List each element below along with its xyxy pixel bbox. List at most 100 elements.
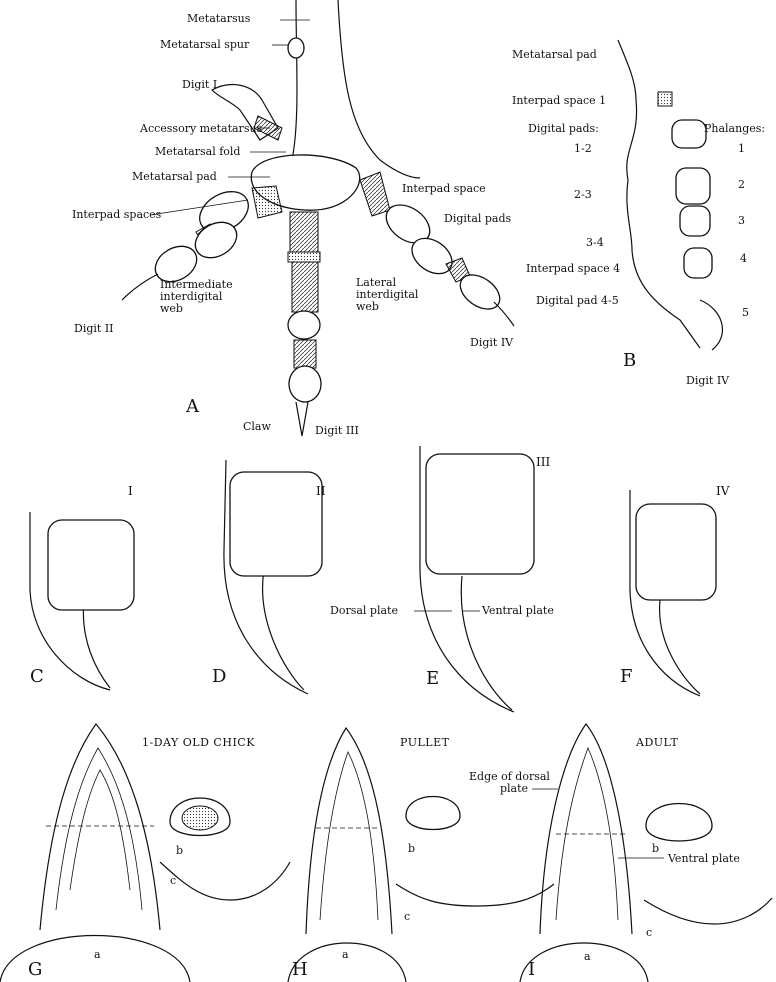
g-label-c: c [170, 874, 176, 887]
label-lateral-3: web [356, 300, 379, 313]
panel-letter-a: A [185, 396, 200, 417]
label-interpad-space: Interpad space [402, 182, 486, 195]
label-interpad-spaces: Interpad spaces [72, 208, 162, 221]
claw-e-scales [426, 454, 534, 574]
interpad-space-dotted [252, 186, 282, 218]
metatarsus-outline-left [292, 0, 297, 160]
panel-letter-g: G [28, 959, 42, 980]
label-metatarsus: Metatarsus [187, 12, 251, 25]
i-label-c: c [646, 926, 652, 939]
phalanx-2 [676, 168, 710, 204]
label-digit-4: Digit IV [470, 336, 514, 349]
phalanx-1 [672, 120, 706, 148]
claw-d-roman: II [316, 484, 326, 498]
label-b-digit: Digit IV [686, 374, 730, 387]
digit-3-hatch-upper [290, 212, 318, 252]
panel-letter-f: F [620, 666, 633, 687]
label-digit-1: Digit I [182, 78, 217, 91]
phalanx-5-claw [700, 300, 722, 350]
claw-f-inner [660, 600, 700, 694]
panel-letter-e: E [426, 668, 439, 689]
claw-f-scales [636, 504, 716, 600]
g-section-c [160, 862, 290, 900]
label-metatarsal-spur: Metatarsal spur [160, 38, 250, 51]
claw-c-scales [48, 520, 134, 610]
g-label-a: a [94, 948, 101, 961]
label-claw: Claw [243, 420, 271, 433]
h-label-b: b [408, 842, 415, 855]
digit-3-dotted [288, 252, 320, 262]
label-phalanx-1: 1 [738, 142, 745, 155]
panel-letter-i: I [528, 959, 535, 980]
claw-panel-c: I C [30, 484, 134, 690]
label-b-interpad-1: Interpad space 1 [512, 94, 606, 107]
g-inner-2 [70, 770, 130, 890]
label-phalanx-3: 3 [738, 214, 745, 227]
digit-3-pad-1 [288, 311, 320, 339]
panel-letter-c: C [30, 666, 44, 687]
digit-3-hatch-low [294, 340, 316, 368]
claw-c-roman: I [128, 484, 133, 498]
i-label-edge-2: plate [500, 782, 528, 795]
g-label-b: b [176, 844, 183, 857]
interpad-space-1-dotted [658, 92, 672, 106]
digit-4-claw [494, 302, 514, 326]
panel-letter-h: H [292, 959, 308, 980]
g-cross-section-core [182, 806, 218, 830]
age-panel-i: ADULT Edge of dorsal plate Ventral plate… [469, 724, 772, 982]
label-intermediate-3: web [160, 302, 183, 315]
i-section-c [644, 898, 772, 924]
claw-panel-e: III Dorsal plate Ventral plate E [330, 446, 554, 712]
g-title: 1-DAY OLD CHICK [142, 736, 255, 749]
label-b-pad-2-3: 2-3 [574, 188, 592, 201]
label-phalanx-2: 2 [738, 178, 745, 191]
h-section-c [396, 884, 554, 906]
claw-d-scales [230, 472, 322, 576]
label-dorsal-plate: Dorsal plate [330, 604, 398, 617]
label-ventral-plate: Ventral plate [481, 604, 554, 617]
label-metatarsal-fold: Metatarsal fold [155, 145, 240, 158]
h-label-a: a [342, 948, 349, 961]
label-metatarsal-pad: Metatarsal pad [132, 170, 217, 183]
metatarsal-spur-shape [288, 38, 304, 58]
g-outer [40, 724, 160, 930]
i-label-b: b [652, 842, 659, 855]
digit-3-claw [296, 402, 308, 436]
i-title: ADULT [635, 736, 678, 749]
label-digit-3: Digit III [315, 424, 359, 437]
label-b-interpad-4: Interpad space 4 [526, 262, 620, 275]
label-accessory-metatarsus: Accessory metatarsus [139, 122, 263, 135]
age-panel-h: PULLET a b c H [288, 728, 554, 982]
claw-panel-f: IV F [620, 484, 730, 696]
claw-d-inner [263, 570, 304, 690]
claw-e-roman: III [536, 455, 550, 469]
panel-letter-b: B [623, 350, 636, 371]
digit-3-hatch-mid [292, 262, 318, 312]
claw-c-inner [83, 600, 110, 688]
i-outer [540, 724, 632, 934]
h-outer [306, 728, 392, 934]
label-digit-2: Digit II [74, 322, 114, 335]
claw-panel-d: II D [212, 460, 326, 694]
claw-f-roman: IV [716, 484, 730, 498]
label-b-pad-1-2: 1-2 [574, 142, 592, 155]
label-b-digital-pads: Digital pads: [528, 122, 599, 135]
label-b-phalanges: Phalanges: [704, 122, 765, 135]
panel-a-foot-sole: Metatarsus Metatarsal spur Digit I Acces… [72, 0, 514, 437]
label-b-digital-pad-4-5: Digital pad 4-5 [536, 294, 619, 307]
label-b-pad-3-4: 3-4 [586, 236, 604, 249]
phalanx-4 [684, 248, 712, 278]
i-cross-section-b [646, 804, 712, 842]
digit-3-pad-2 [289, 366, 321, 402]
phalanx-3 [680, 206, 710, 236]
digit-2-claw [122, 274, 158, 300]
label-phalanx-4: 4 [740, 252, 747, 265]
label-b-metatarsal-pad: Metatarsal pad [512, 48, 597, 61]
metatarsus-outline-right [338, 0, 420, 178]
i-label-a: a [584, 950, 591, 963]
digit-4-hatch-upper [360, 172, 390, 216]
h-title: PULLET [400, 736, 450, 749]
h-label-c: c [404, 910, 410, 923]
panel-b-digit-profile: Metatarsal pad Interpad space 1 Digital … [512, 40, 765, 387]
